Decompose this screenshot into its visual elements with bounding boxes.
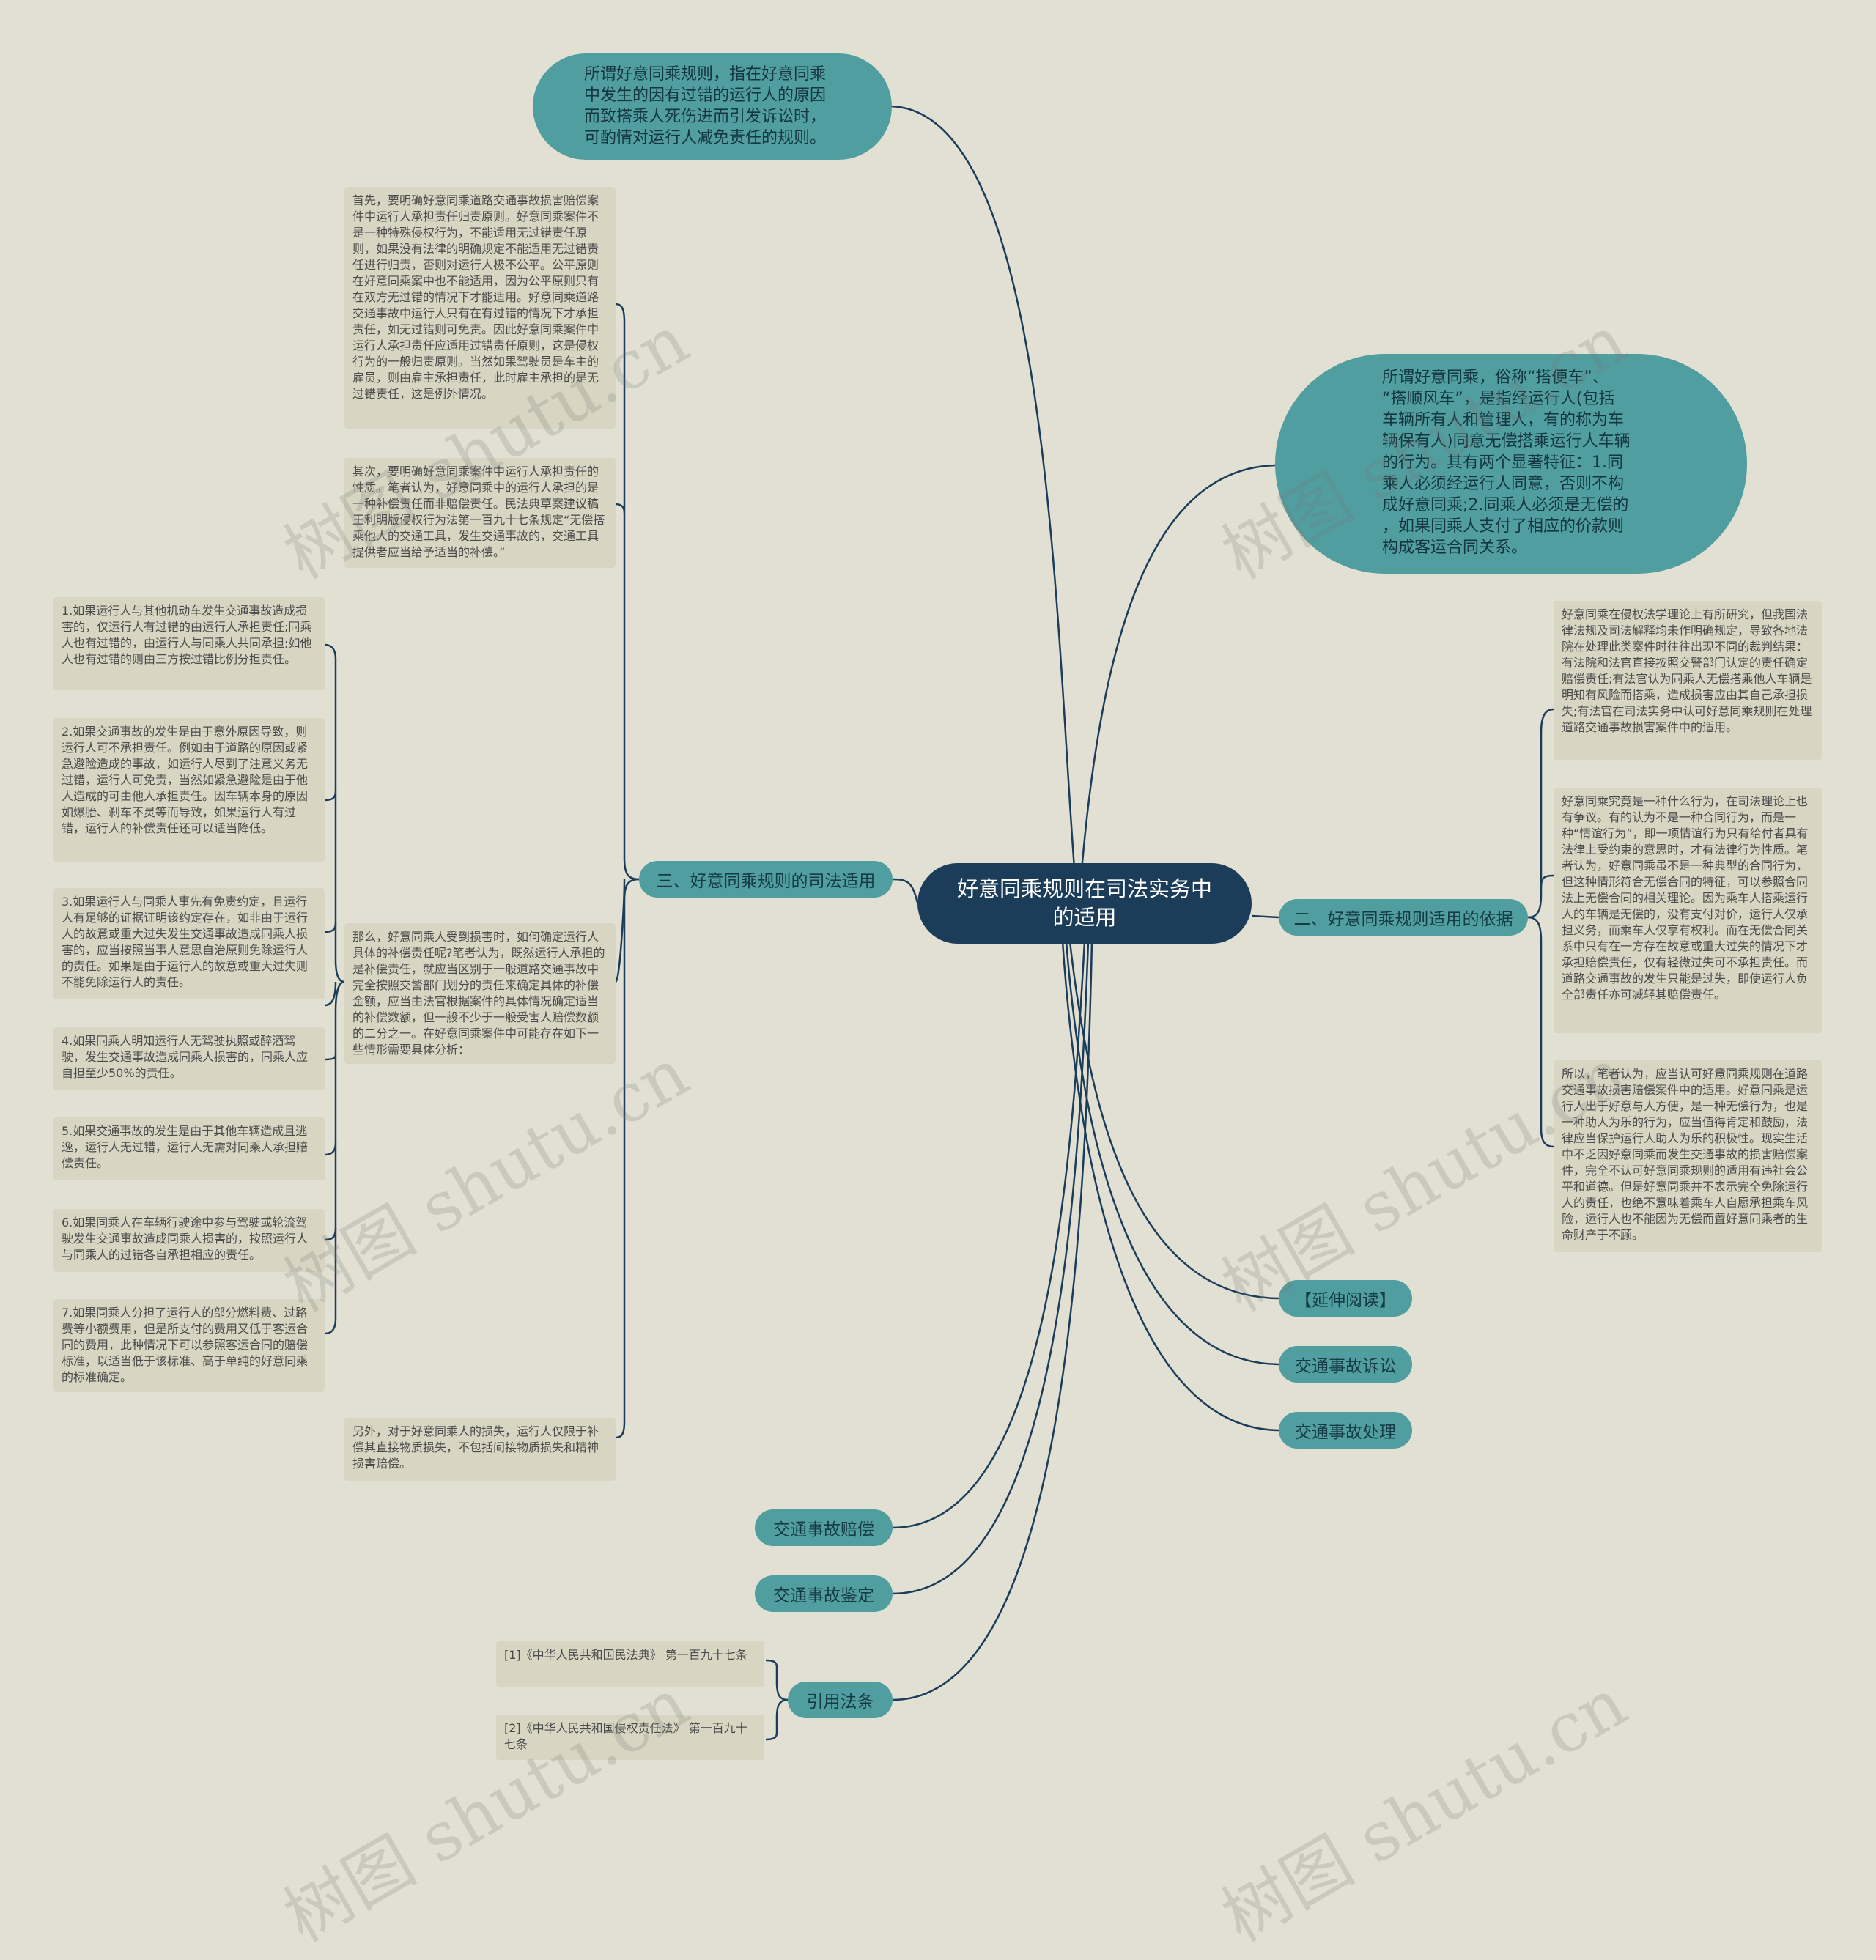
connector (324, 643, 345, 983)
bubble-line: 而致搭乘人死伤进而引发诉讼时， (584, 108, 827, 126)
branch-cited-laws[interactable]: 引用法条 (788, 1682, 893, 1718)
bubble-line: 中发生的因有过错的运行人的原因 (584, 86, 827, 105)
connector (892, 941, 1090, 1595)
connector (892, 941, 1093, 1701)
branch-accident-appraisal[interactable]: 交通事故鉴定 (755, 1575, 893, 1612)
case-card-5[interactable]: 5.如果交通事故的发生是由于其他车辆造成且逃逸，运行人无过错，运行人无需对同乘人… (53, 1117, 325, 1180)
case-card-2[interactable]: 2.如果交通事故的发生是由于意外原因导致，则运行人可不承担责任。例如由于道路的原… (53, 718, 325, 862)
connector (892, 878, 919, 903)
connector (324, 1227, 337, 1241)
connector (615, 503, 626, 514)
connector (615, 878, 640, 1439)
connector (324, 1011, 337, 1156)
section3-text-first[interactable]: 首先，要明确好意同乘道路交通事故损害赔偿案件中运行人承担责任归责原则。好意同乘案… (344, 187, 616, 429)
bubble-line: 辆保有人)同意无偿搭乘运行人车辆 (1382, 432, 1631, 451)
bubble-line: “搭顺风车”，是指经运行人(包括 (1382, 390, 1615, 408)
section2-text-3[interactable]: 所以，笔者认为，应当认可好意同乘规则在道路交通事故损害赔偿案件中的适用。好意同乘… (1554, 1060, 1822, 1252)
connector (1527, 708, 1554, 919)
case-card-7[interactable]: 7.如果同乘人分担了运行人的部分燃料费、过路费等小额费用，但是所支付的费用又低于… (53, 1299, 325, 1392)
connector (324, 791, 337, 802)
bubble-line: 可酌情对运行人减免责任的规则。 (584, 129, 827, 147)
law-card-1[interactable]: [1]《中华人民共和国民法典》 第一百九十七条 (496, 1641, 764, 1687)
bubble-line: 构成客运合同关系。 (1382, 539, 1528, 557)
connector (890, 105, 1079, 906)
connector (1540, 874, 1554, 887)
branch-section3[interactable]: 三、好意同乘规则的司法适用 (639, 861, 893, 898)
connector (324, 980, 345, 1012)
connector (892, 941, 1086, 1529)
connector-lines (324, 105, 1554, 1741)
connector (1079, 464, 1276, 880)
connector (1061, 941, 1279, 1432)
bubble-line: ，如果同乘人支付了相应的价款则 (1382, 517, 1625, 536)
center-topic[interactable]: 好意同乘规则在司法实务中的适用 (917, 863, 1252, 944)
connector (324, 1143, 337, 1335)
definition-ride-bubble[interactable]: 所谓好意同乘，俗称“搭便车”、 “搭顺风车”，是指经运行人(包括 车辆所有人和管… (1275, 354, 1747, 574)
connector (324, 1054, 337, 1061)
branch-accident-compensation[interactable]: 交通事故赔偿 (755, 1509, 893, 1546)
connector (1068, 941, 1279, 1300)
law-card-2[interactable]: [2]《中华人民共和国侵权责任法》 第一百九十七条 (496, 1715, 764, 1760)
case-card-3[interactable]: 3.如果运行人与同乘人事先有免责约定，且运行人有足够的证据证明该约定存在，如非由… (53, 888, 325, 999)
section2-text-2[interactable]: 好意同乘究竟是一种什么行为，在司法理论上也有争议。有的认为不是一种合同行为，而是… (1554, 788, 1822, 1033)
bubble-line: 车辆所有人和管理人，有的称为车 (1382, 411, 1625, 429)
section3-text-second[interactable]: 其次，要明确好意同乘案件中运行人承担责任的性质。笔者认为，好意同乘中的运行人承担… (344, 458, 616, 568)
branch-accident-handling[interactable]: 交通事故处理 (1279, 1412, 1412, 1449)
connector (324, 922, 337, 933)
connector (614, 879, 626, 983)
branch-accident-lawsuit[interactable]: 交通事故诉讼 (1279, 1346, 1412, 1383)
connector (1251, 914, 1279, 919)
bubble-line: 乘人必须经运行人同意，否则不构 (1382, 475, 1625, 493)
bubble-line: 的行为。其有两个显著特征：1.同 (1382, 454, 1623, 472)
case-card-4[interactable]: 4.如果同乘人明知运行人无驾驶执照或醉酒驾驶，发生交通事故造成同乘人损害的，同乘… (53, 1027, 325, 1090)
section2-text-1[interactable]: 好意同乘在侵权法学理论上有所研究，但我国法律法规及司法解释均未作明确规定，导致各… (1554, 601, 1822, 760)
connector (1527, 916, 1554, 1148)
case-card-6[interactable]: 6.如果同乘人在车辆行驶途中参与驾驶或轮流驾驶发生交通事故造成同乘人损害的，按照… (53, 1209, 325, 1272)
definition-rule-bubble[interactable]: 所谓好意同乘规则，指在好意同乘 中发生的因有过错的运行人的原因 而致搭乘人死伤进… (533, 53, 892, 160)
bubble-line: 所谓好意同乘规则，指在好意同乘 (584, 65, 827, 84)
connector (1065, 941, 1279, 1366)
connector (765, 1698, 789, 1741)
branch-extended-reading[interactable]: 【延伸阅读】 (1279, 1280, 1412, 1317)
bubble-line: 成好意同乘;2.同乘人必须是无偿的 (1382, 496, 1629, 514)
connector (765, 1659, 789, 1701)
connector (615, 303, 640, 881)
section3-text-fourth[interactable]: 另外，对于好意同乘人的损失，运行人仅限于补偿其直接物质损失，不包括间接物质损失和… (344, 1418, 616, 1481)
bubble-line: 所谓好意同乘，俗称“搭便车”、 (1382, 369, 1609, 387)
branch-section2[interactable]: 二、好意同乘规则适用的依据 (1279, 899, 1528, 936)
case-card-1[interactable]: 1.如果运行人与其他机动车发生交通事故造成损害的，仅运行人有过错的由运行人承担责… (53, 597, 325, 690)
section3-text-third[interactable]: 那么，好意同乘人受到损害时，如何确定运行人具体的补偿责任呢?笔者认为，既然运行人… (344, 923, 616, 1064)
